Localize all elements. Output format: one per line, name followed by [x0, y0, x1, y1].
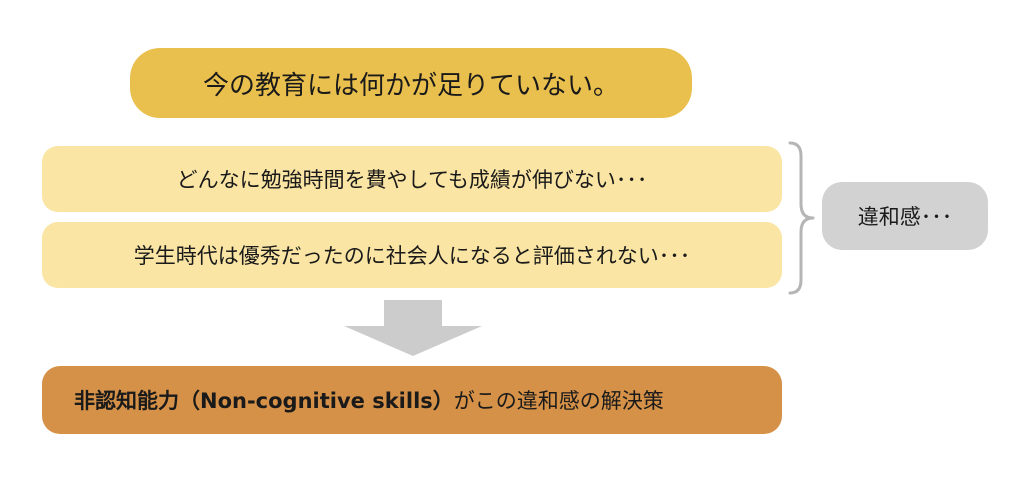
issue-text-study-time: どんなに勉強時間を費やしても成績が伸びない･･･	[176, 168, 648, 192]
issue-text-working-evaluation: 学生時代は優秀だったのに社会人になると評価されない･･･	[133, 244, 691, 268]
feeling-text: 違和感･･･	[857, 205, 953, 229]
down-arrow-icon	[344, 300, 482, 356]
feeling-box: 違和感･･･	[822, 182, 988, 250]
headline-text: 今の教育には何かが足りていない。	[202, 70, 619, 101]
right-brace-icon	[788, 141, 815, 295]
headline-box: 今の教育には何かが足りていない。	[130, 48, 692, 118]
solution-emphasis-text: 非認知能力（Non-cognitive skills）	[74, 389, 454, 413]
solution-box: 非認知能力（Non-cognitive skills）がこの違和感の解決策	[42, 366, 782, 434]
solution-rest-text: がこの違和感の解決策	[453, 389, 664, 413]
issue-box-study-time: どんなに勉強時間を費やしても成績が伸びない･･･	[42, 146, 782, 212]
issue-box-working-evaluation: 学生時代は優秀だったのに社会人になると評価されない･･･	[42, 222, 782, 288]
